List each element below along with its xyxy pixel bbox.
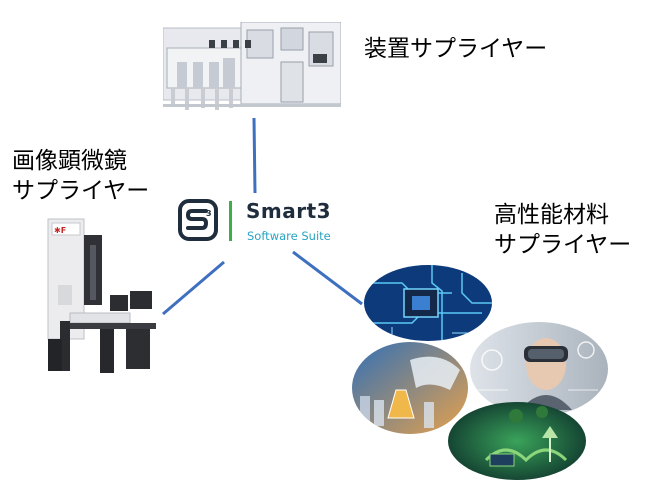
s3-logo-mark-icon: 3 <box>178 199 232 241</box>
microscope-label-line2: サプライヤー <box>12 178 150 204</box>
connector-microscope <box>162 260 225 316</box>
electron-microscope-image: ✱F <box>40 215 160 375</box>
svg-text:3: 3 <box>206 209 212 218</box>
materials-label-line1: 高性能材料 <box>494 202 609 228</box>
connector-materials <box>292 250 363 306</box>
microscope-supplier-label: 画像顕微鏡 サプライヤー <box>12 146 149 206</box>
connector-equipment <box>252 117 257 194</box>
ar-headset-person-image <box>468 320 610 418</box>
materials-label-line2: サプライヤー <box>494 232 632 258</box>
chemistry-lab-image <box>350 340 470 436</box>
materials-supplier-label: 高性能材料 サプライヤー <box>494 200 631 260</box>
equipment-cabinet-image <box>163 22 341 114</box>
logo-name: Smart3 <box>246 199 332 223</box>
smart3-logo: 3 Smart3 Software Suite <box>176 197 356 247</box>
svg-text:✱F: ✱F <box>54 226 66 235</box>
circuit-board-image <box>362 263 494 343</box>
microscope-label-line1: 画像顕微鏡 <box>12 148 127 174</box>
logo-subtitle: Software Suite <box>247 229 331 243</box>
equipment-supplier-label: 装置サプライヤー <box>364 36 548 62</box>
green-energy-image <box>446 400 588 482</box>
